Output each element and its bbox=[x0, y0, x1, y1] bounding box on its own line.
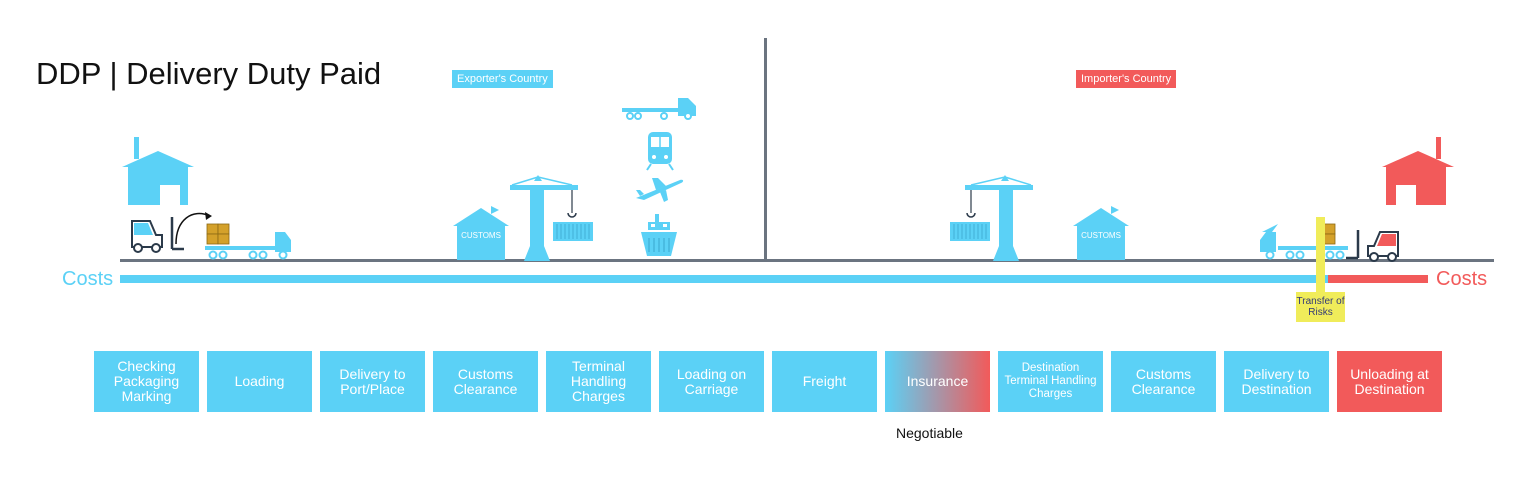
forklift-icon bbox=[131, 217, 184, 253]
seller-cost-bar bbox=[120, 275, 1328, 283]
train-icon bbox=[646, 132, 674, 171]
step-customs-clearance-import: Customs Clearance bbox=[1111, 351, 1216, 412]
buyer-cost-bar bbox=[1328, 275, 1428, 283]
step-delivery-to-destination: Delivery to Destination bbox=[1224, 351, 1329, 412]
exporter-country-label: Exporter's Country bbox=[452, 70, 553, 88]
loading-arrow-icon bbox=[175, 212, 212, 245]
negotiable-label: Negotiable bbox=[896, 425, 963, 441]
container-icon bbox=[950, 222, 990, 241]
step-customs-clearance-export: Customs Clearance bbox=[433, 351, 538, 412]
step-unloading-at-destination: Unloading at Destination bbox=[1337, 351, 1442, 412]
seller-costs-label: Costs bbox=[62, 268, 114, 290]
border-divider bbox=[764, 38, 767, 260]
port-crane-icon bbox=[510, 175, 578, 261]
warehouse-icon bbox=[1382, 137, 1454, 205]
cargo-truck-icon bbox=[205, 223, 291, 260]
step-checking-packaging-marking: Checking Packaging Marking bbox=[94, 351, 199, 412]
port-crane-icon bbox=[965, 175, 1033, 261]
ground-line-export bbox=[120, 259, 766, 262]
customs-house-icon bbox=[453, 206, 509, 260]
step-freight: Freight bbox=[772, 351, 877, 412]
risk-transfer-label: Transfer of Risks bbox=[1296, 292, 1345, 322]
step-delivery-to-port: Delivery to Port/Place bbox=[320, 351, 425, 412]
warehouse-icon bbox=[122, 137, 194, 205]
ship-icon bbox=[641, 214, 677, 256]
step-loading: Loading bbox=[207, 351, 312, 412]
step-insurance: Insurance bbox=[885, 351, 990, 412]
airplane-icon bbox=[636, 178, 684, 202]
customs-label: CUSTOMS bbox=[461, 231, 501, 240]
forklift-icon bbox=[1346, 230, 1399, 262]
ground-line-import bbox=[766, 259, 1494, 262]
step-terminal-handling: Terminal Handling Charges bbox=[546, 351, 651, 412]
step-loading-on-carriage: Loading on Carriage bbox=[659, 351, 764, 412]
page-title: DDP | Delivery Duty Paid bbox=[36, 56, 382, 91]
customs-label: CUSTOMS bbox=[1081, 231, 1121, 240]
buyer-costs-label: Costs bbox=[1436, 268, 1488, 290]
customs-house-icon bbox=[1073, 206, 1129, 260]
cargo-truck-icon bbox=[1260, 223, 1348, 260]
container-icon bbox=[553, 222, 593, 241]
step-destination-terminal-handling: Destination Terminal Handling Charges bbox=[998, 351, 1103, 412]
risk-transfer-marker bbox=[1316, 217, 1325, 293]
truck-icon bbox=[622, 98, 696, 120]
importer-country-label: Importer's Country bbox=[1076, 70, 1177, 88]
